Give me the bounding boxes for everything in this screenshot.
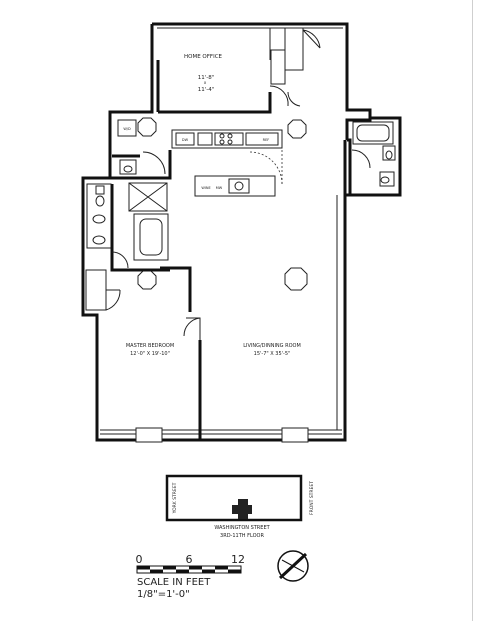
kitchen: DW REF WINE MW: [171, 129, 283, 197]
wine-label: WINE: [201, 186, 210, 190]
scale-tick-0: 0: [136, 553, 143, 566]
bathtub: [133, 213, 169, 261]
structural-columns: [137, 117, 308, 291]
master-bath: W/D: [85, 119, 172, 311]
column: [137, 117, 157, 137]
guest-bath: [347, 121, 396, 195]
home-office-dim-x: x: [204, 80, 207, 85]
window-bays: [135, 427, 309, 443]
home-office-label: HOME OFFICE: [184, 54, 223, 60]
home-office-dim1: 11'-8": [198, 75, 215, 81]
north-arrow-icon: [277, 550, 309, 582]
site-plan: YORK STREET FRONT STREET WASHINGTON STRE…: [165, 474, 315, 539]
washington-street-label: WASHINGTON STREET: [214, 525, 270, 531]
wd-label: W/D: [123, 127, 131, 131]
column: [287, 119, 307, 139]
home-office: HOME OFFICE 11'-8" x 11'-4": [156, 27, 321, 114]
york-street-label: YORK STREET: [172, 482, 178, 514]
home-office-dim2: 11'-4": [198, 87, 215, 93]
dw-label: DW: [182, 138, 189, 142]
living-dining-label: LIVING/DINNING ROOM: [243, 343, 301, 349]
scale-tick-12: 12: [231, 553, 245, 566]
floors-label: 3RD-11TH FLOOR: [220, 533, 264, 539]
mw-label: MW: [216, 186, 223, 190]
exterior-walls: [81, 22, 402, 442]
master-bedroom: MASTER BEDROOM 12'-0" X 19'-10": [126, 266, 202, 440]
master-bedroom-label: MASTER BEDROOM: [126, 343, 174, 349]
closet-shelving: [284, 27, 304, 71]
column: [284, 267, 308, 291]
column: [137, 270, 157, 290]
wd-closet: [117, 119, 137, 137]
scale-bar: 0 6 12 SCALE IN FEET 1/8"=1'-0": [136, 553, 246, 600]
ref-label: REF: [263, 138, 270, 142]
front-street-label: FRONT STREET: [309, 481, 315, 515]
guest-tub: [352, 121, 394, 145]
master-bedroom-dims: 12'-0" X 19'-10": [130, 351, 170, 357]
scale-tick-6: 6: [186, 553, 193, 566]
scale-caption: SCALE IN FEET: [137, 577, 211, 588]
living-dining-dims: 15'-7" X 35'-5": [254, 351, 291, 357]
scale-ratio: 1/8"=1'-0": [137, 589, 190, 600]
living-dining-room: LIVING/DINNING ROOM 15'-7" X 35'-5": [243, 343, 301, 357]
bedroom-closet: [85, 269, 107, 311]
scan-edge-line: [472, 0, 473, 621]
